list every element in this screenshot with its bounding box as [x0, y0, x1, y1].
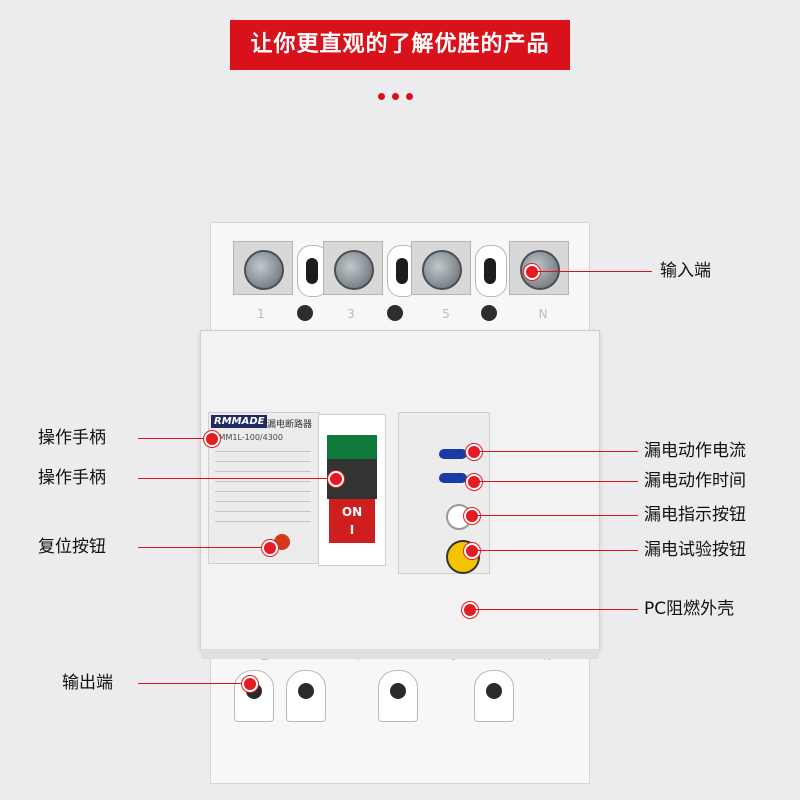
marker-icon	[464, 543, 480, 559]
callout-line	[138, 438, 206, 439]
marker-icon	[242, 676, 258, 692]
screw-icon	[244, 250, 284, 290]
bolt-icon	[481, 305, 497, 321]
terminal-number: 1	[257, 307, 265, 321]
leak-current-switch[interactable]	[439, 449, 467, 459]
callout-leak-current: 漏电动作电流	[644, 441, 746, 461]
callout-line	[474, 609, 638, 610]
callout-input: 输入端	[660, 261, 711, 281]
callout-reset: 复位按钮	[38, 537, 106, 557]
marker-icon	[464, 508, 480, 524]
spec-label: RMMADE 漏电断路器 RMM1L-100/4300	[208, 412, 320, 564]
callout-line	[478, 451, 638, 452]
callout-line	[476, 550, 638, 551]
callout-handle-b: 操作手柄	[38, 468, 106, 488]
output-slot	[378, 670, 418, 722]
callout-shell: PC阻燃外壳	[644, 599, 735, 619]
terminal-number: 3	[347, 307, 355, 321]
marker-icon	[466, 474, 482, 490]
callout-line	[478, 481, 638, 482]
leak-time-switch[interactable]	[439, 473, 467, 483]
callout-output: 输出端	[62, 673, 113, 693]
marker-icon	[204, 431, 220, 447]
terminal-3	[323, 241, 383, 295]
terminal-number: N	[538, 307, 548, 321]
marker-icon	[524, 264, 540, 280]
callout-line	[536, 271, 652, 272]
dots-decoration	[378, 93, 413, 100]
circuit-breaker: 1 3 5 N 2 4 6 N RMMADE 漏电断路器 RMM1L-100/4…	[200, 222, 600, 784]
brand-logo: RMMADE	[211, 415, 268, 428]
output-slot	[286, 670, 326, 722]
terminal-5	[411, 241, 471, 295]
model-number: RMM1L-100/4300	[213, 433, 283, 442]
banner-title: 让你更直观的了解优胜的产品	[250, 32, 550, 57]
marker-icon	[328, 471, 344, 487]
callout-line	[138, 683, 244, 684]
callout-line	[138, 478, 330, 479]
screw-icon	[334, 250, 374, 290]
leak-indicator-button[interactable]	[446, 504, 472, 530]
terminal-1	[233, 241, 293, 295]
callout-leak-time: 漏电动作时间	[644, 471, 746, 491]
marker-icon	[262, 540, 278, 556]
reset-button[interactable]	[274, 534, 290, 550]
callout-leak-test: 漏电试验按钮	[644, 540, 746, 560]
product-name: 漏电断路器	[267, 420, 313, 430]
bolt-icon	[297, 305, 313, 321]
callout-handle-a: 操作手柄	[38, 428, 106, 448]
marker-icon	[466, 444, 482, 460]
terminal-number: 5	[442, 307, 450, 321]
screw-icon	[422, 250, 462, 290]
screw-icon	[520, 250, 560, 290]
terminal-n	[509, 241, 569, 295]
handle-indicator	[327, 435, 377, 459]
body-rail	[201, 649, 599, 659]
callout-line	[138, 547, 264, 548]
banner: 让你更直观的了解优胜的产品	[230, 20, 570, 70]
callout-line	[476, 515, 638, 516]
output-slot	[474, 670, 514, 722]
callout-leak-indicator: 漏电指示按钮	[644, 505, 746, 525]
terminal-hole	[475, 245, 507, 297]
marker-icon	[462, 602, 478, 618]
bolt-icon	[387, 305, 403, 321]
